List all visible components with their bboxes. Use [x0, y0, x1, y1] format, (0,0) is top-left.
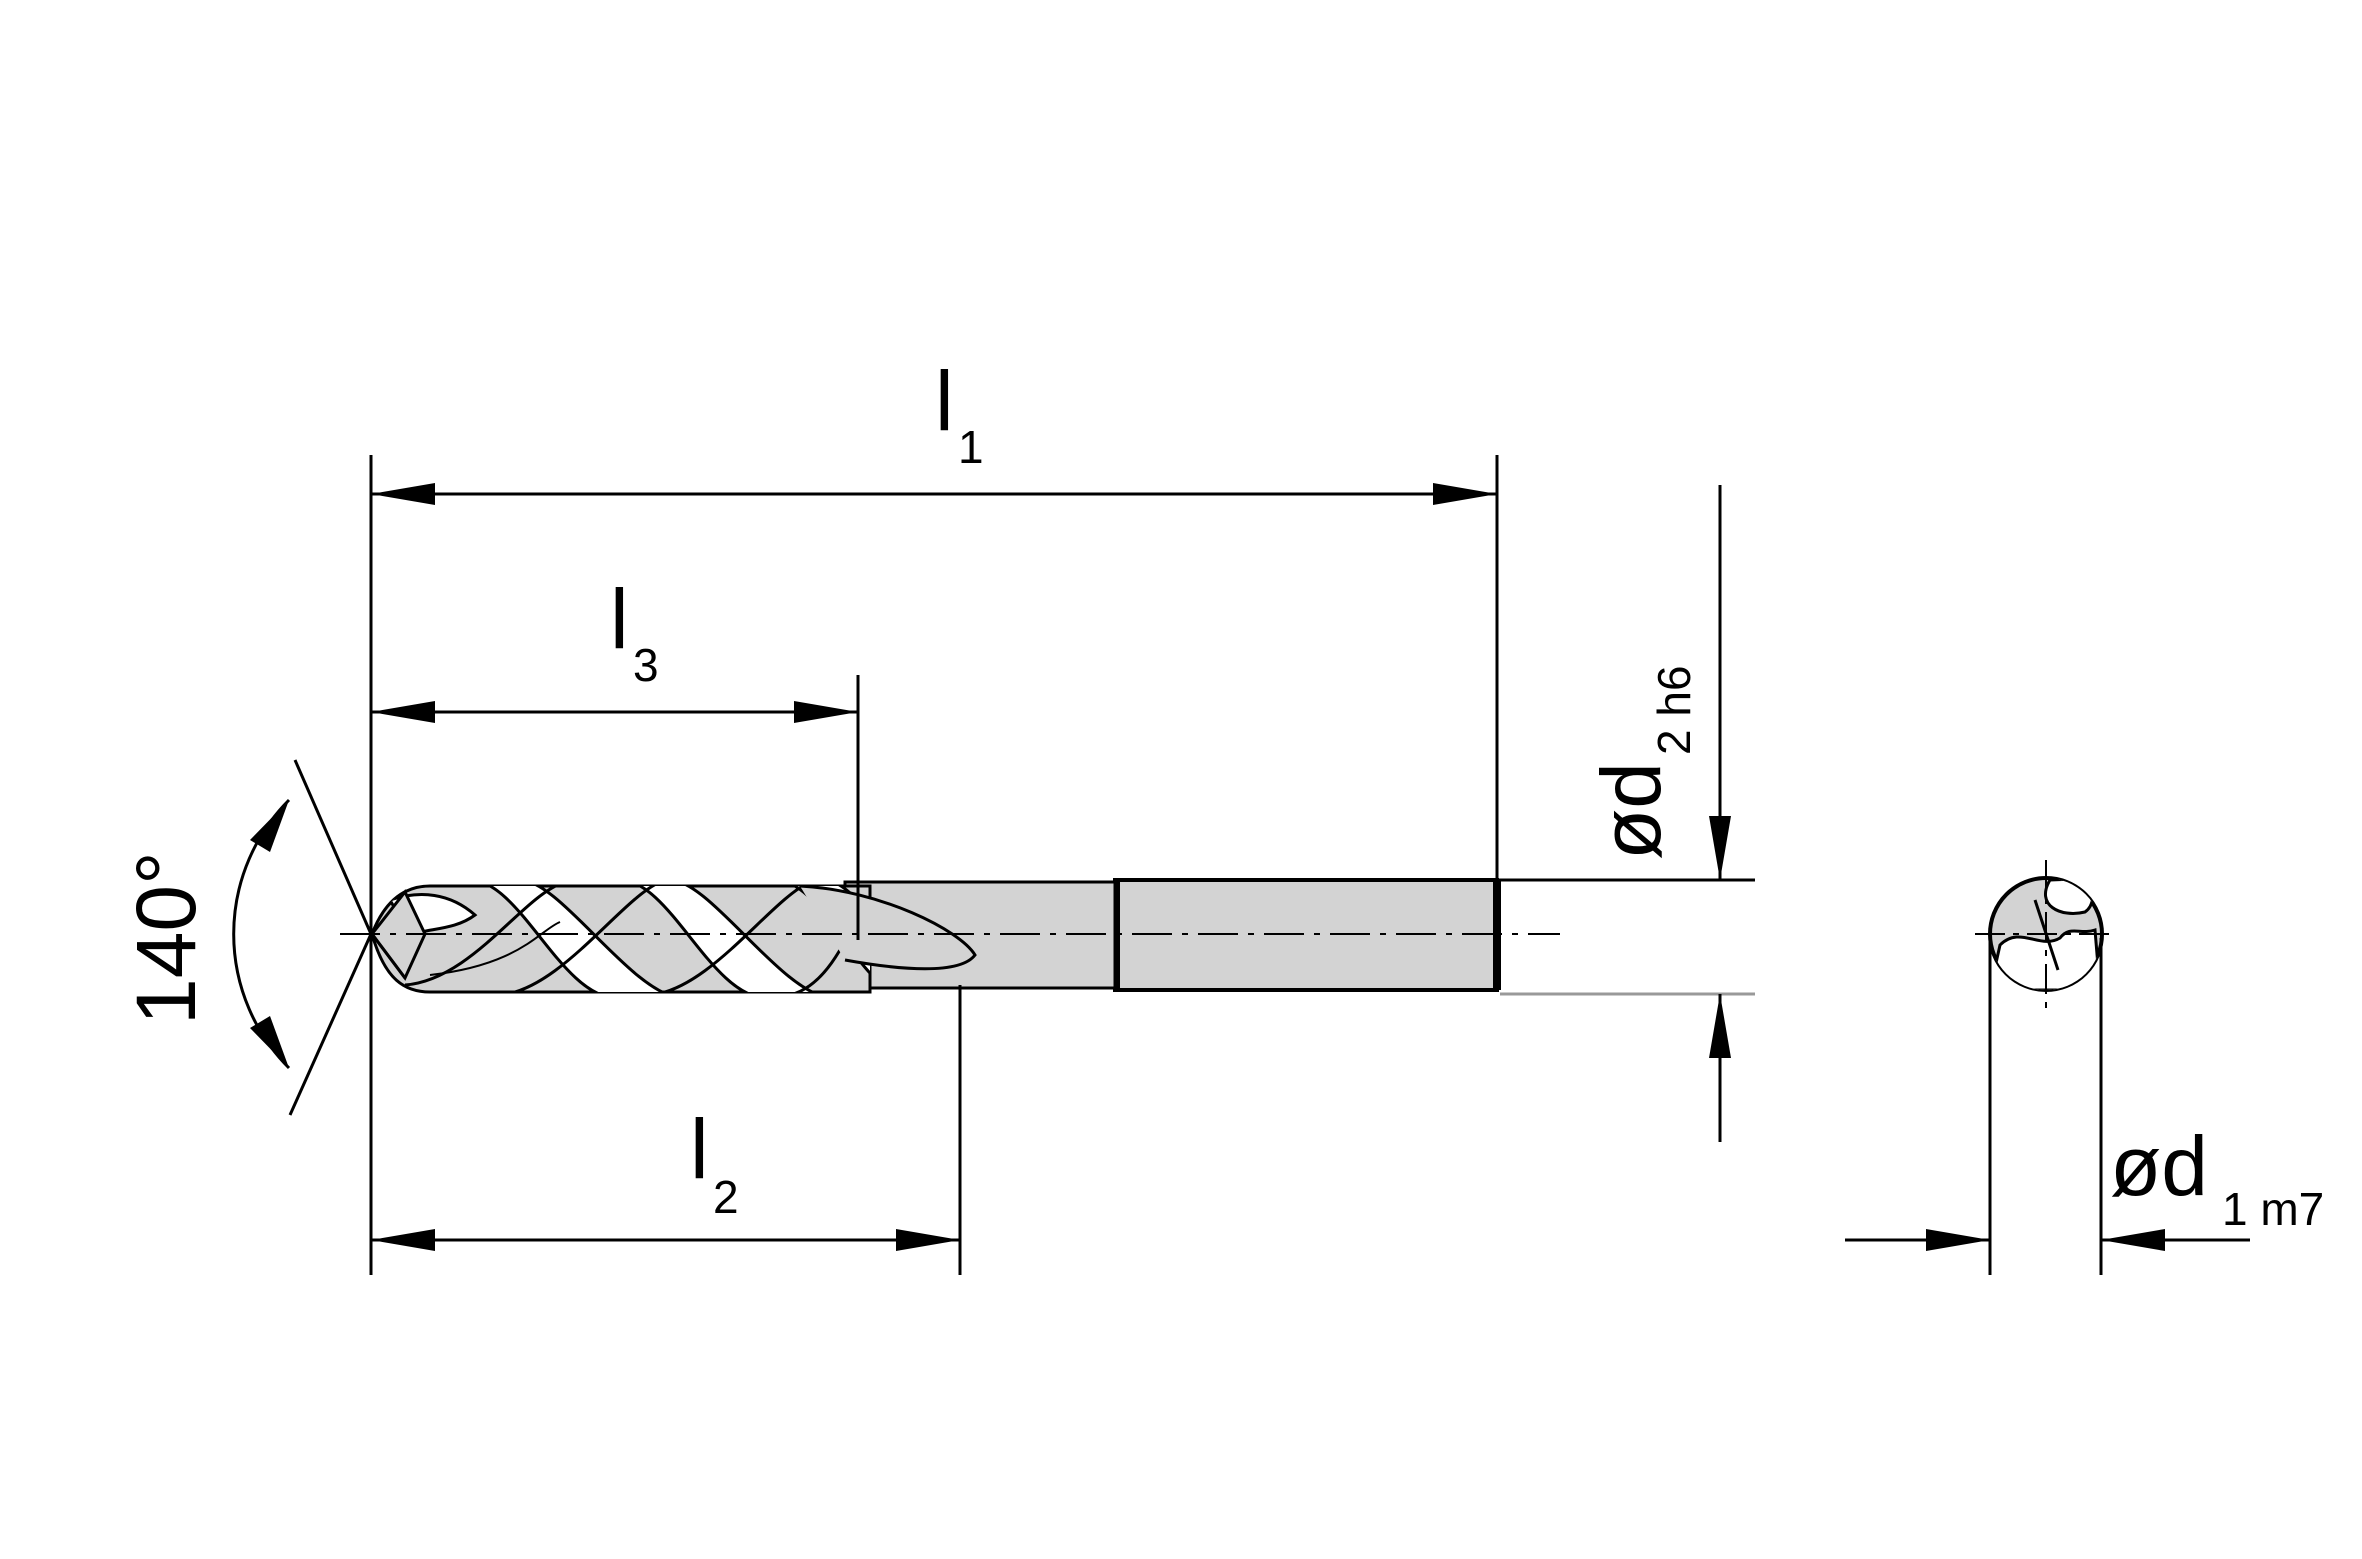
drill-body	[370, 878, 1501, 994]
label-angle: 140°	[119, 851, 213, 1025]
label-d2-sub: 2 h6	[1648, 665, 1700, 755]
label-d1-sub: 1 m7	[2222, 1183, 2324, 1235]
label-d2-main: ød	[1584, 762, 1678, 860]
flute-runout	[799, 884, 977, 971]
dimension-l2: l 2	[371, 1102, 960, 1251]
dimension-d1: ød 1 m7	[1845, 1119, 2324, 1251]
label-l2-main: l	[690, 1102, 709, 1196]
label-l2-sub: 2	[713, 1171, 739, 1223]
dimension-l3: l 3	[371, 572, 858, 723]
label-d1-main: ød	[2110, 1119, 2208, 1213]
dimension-tip-angle: 140°	[119, 759, 373, 1116]
label-l1-sub: 1	[958, 421, 984, 473]
extension-lines	[369, 455, 1755, 1275]
shank	[1113, 878, 1499, 992]
label-l3-main: l	[610, 572, 629, 666]
end-view	[1975, 860, 2117, 1275]
dimension-d2: ød 2 h6	[1584, 485, 1731, 1142]
label-l1-main: l	[935, 354, 954, 448]
label-l3-sub: 3	[633, 639, 659, 691]
dimension-l1: l 1	[371, 354, 1497, 505]
